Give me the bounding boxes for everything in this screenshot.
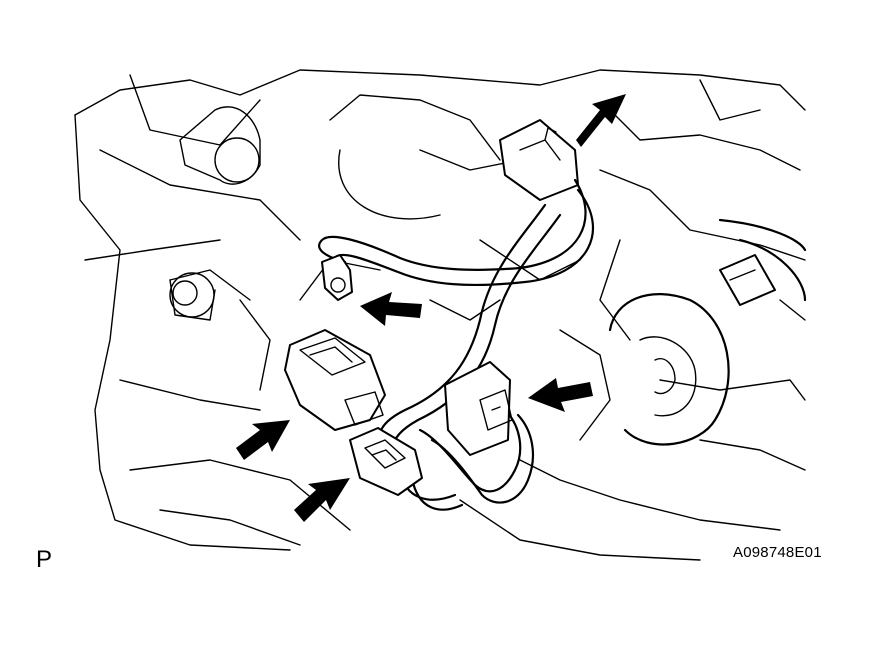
- arrow-icon: [294, 478, 350, 522]
- connector-upper-right: [499, 119, 579, 201]
- engine-background: [74, 69, 806, 561]
- view-label: P: [36, 546, 53, 573]
- bolt-boss-left: [169, 272, 216, 321]
- arrow-icon: [236, 420, 290, 460]
- figure-id: A098748E01: [733, 544, 822, 561]
- connector-left: [284, 329, 386, 431]
- connector-center: [349, 427, 423, 496]
- arrow-icon: [528, 378, 593, 412]
- bolt-boss-upper: [179, 106, 261, 185]
- round-housing: [608, 218, 807, 446]
- arrow-icon: [576, 94, 626, 147]
- arrow-icon: [360, 292, 422, 326]
- connector-right-small: [719, 254, 776, 306]
- connector-right: [444, 361, 513, 456]
- wire-harness: [318, 178, 595, 511]
- pointer-arrows: [236, 94, 626, 522]
- ground-terminal: [321, 254, 353, 301]
